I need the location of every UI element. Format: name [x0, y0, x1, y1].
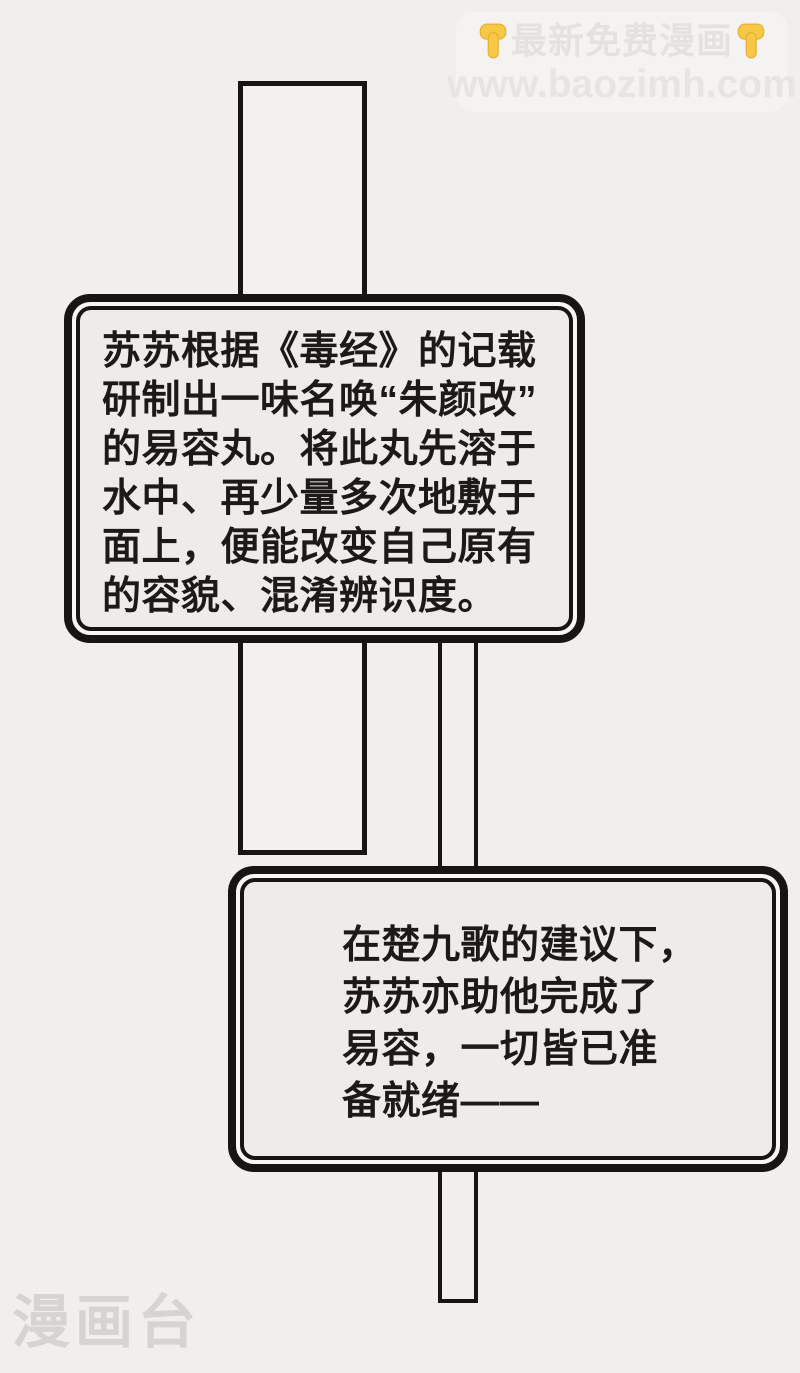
site-watermark: 最新免费漫画 www.baozimh.com: [447, 12, 797, 112]
narration-box-1-text: 苏苏根据《毒经》的记载 研制出一味名唤“朱颜改” 的易容丸。将此丸先溶于 水中、…: [76, 306, 573, 631]
narration-box-2-text: 在楚九歌的建议下， 苏苏亦助他完成了 易容，一切皆已准 备就绪——: [240, 878, 776, 1160]
pointing-down-hand-icon: [478, 21, 508, 61]
narration-box-1: 苏苏根据《毒经》的记载 研制出一味名唤“朱颜改” 的易容丸。将此丸先溶于 水中、…: [64, 294, 585, 643]
narration-line: 的易容丸。将此丸先溶于: [102, 428, 537, 471]
narration-line: 研制出一味名唤“朱颜改”: [102, 379, 538, 422]
manhuatai-watermark: 漫画台: [12, 1290, 202, 1355]
narration-line: 苏苏亦助他完成了: [342, 976, 659, 1019]
narration-line: 备就绪——: [342, 1080, 540, 1123]
narration-box-2: 在楚九歌的建议下， 苏苏亦助他完成了 易容，一切皆已准 备就绪——: [228, 866, 788, 1172]
narration-line: 苏苏根据《毒经》的记载: [102, 330, 537, 373]
narration-line: 在楚九歌的建议下，: [342, 924, 698, 967]
site-watermark-title-row: 最新免费漫画: [478, 21, 766, 61]
narration-line: 的容貌、混淆辨识度。: [102, 575, 498, 618]
site-watermark-url: www.baozimh.com: [447, 62, 797, 106]
pointing-down-hand-icon: [736, 21, 766, 61]
narration-line: 易容，一切皆已准: [342, 1028, 659, 1071]
narration-line: 水中、再少量多次地敷于: [102, 477, 537, 520]
narration-line: 面上，便能改变自己原有: [102, 526, 537, 569]
site-watermark-title: 最新免费漫画: [510, 19, 733, 61]
